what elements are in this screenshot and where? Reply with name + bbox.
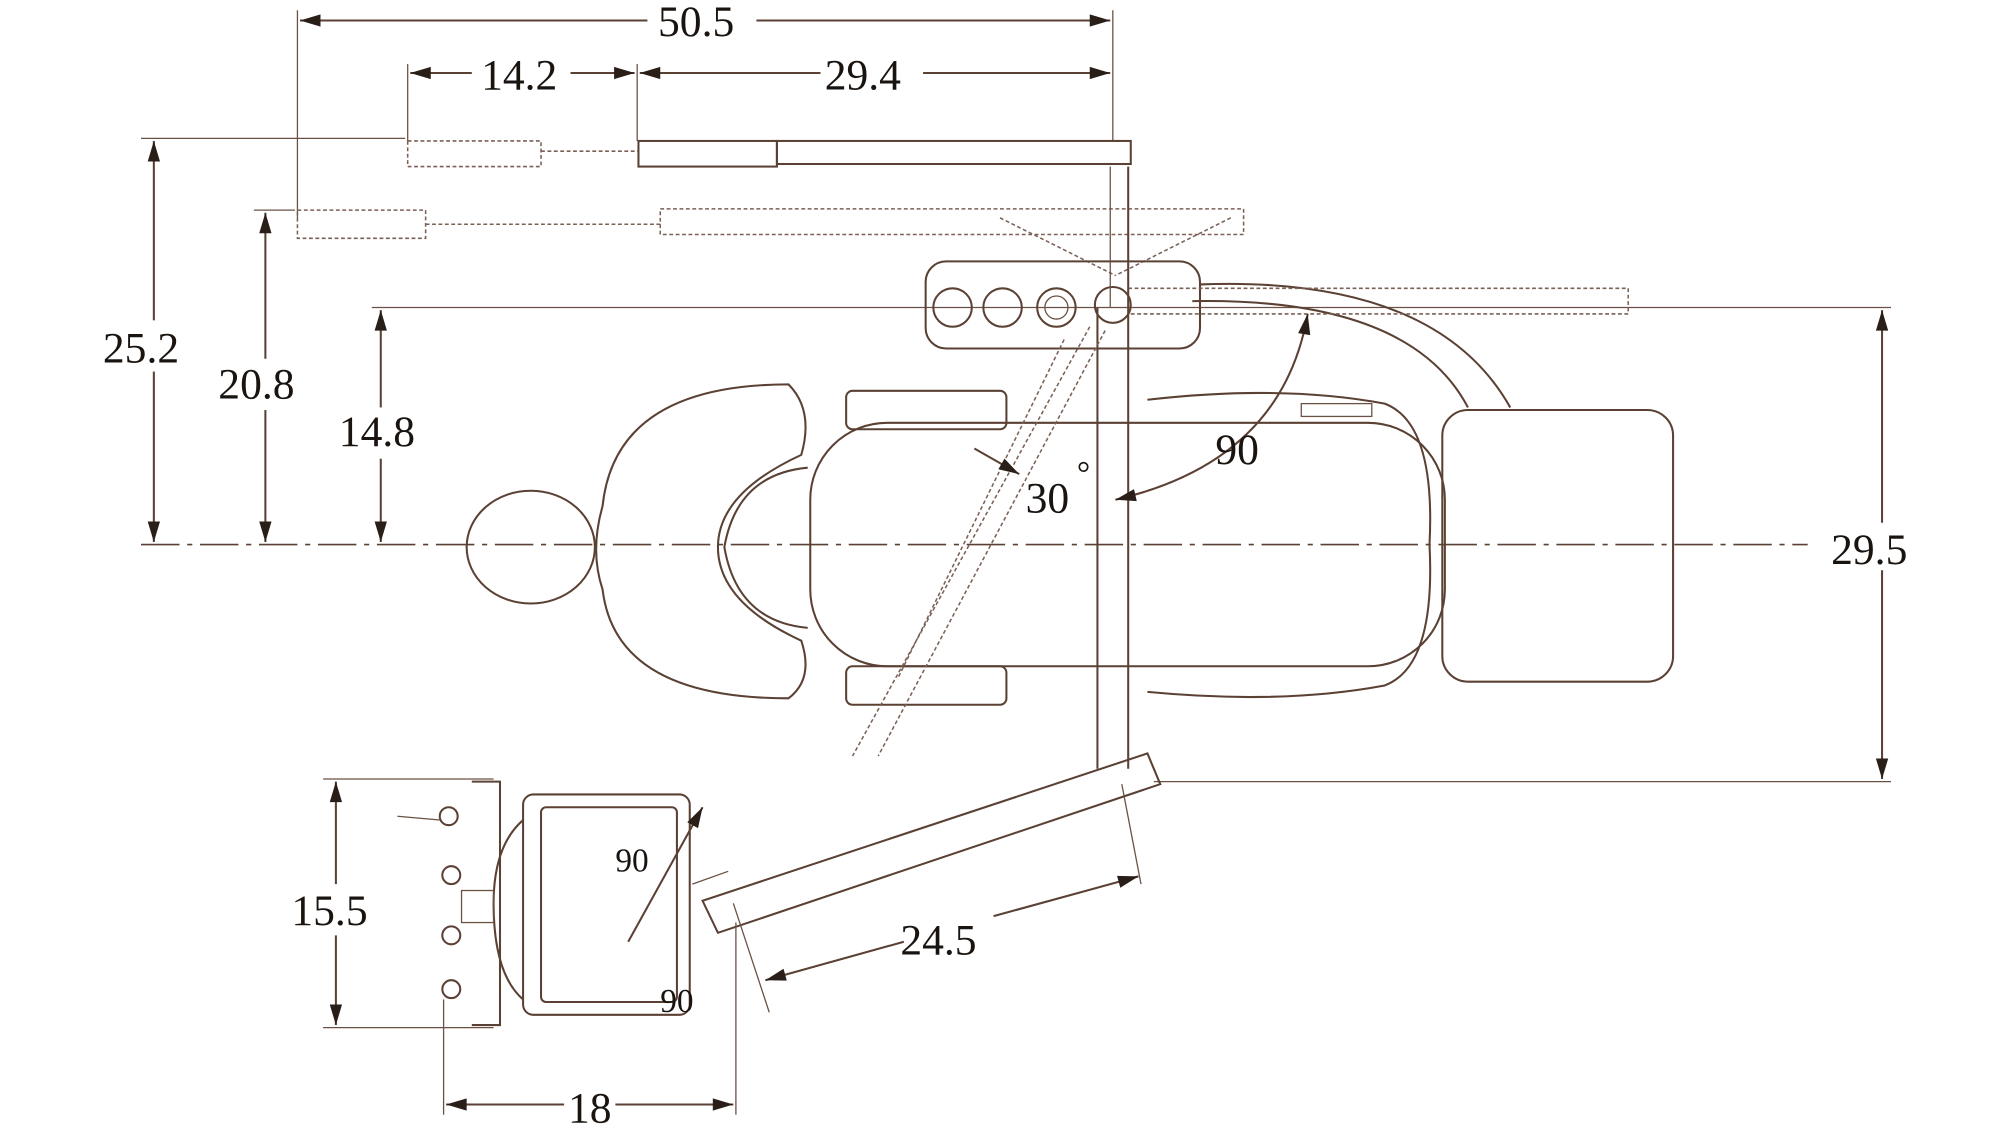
degree-mark: ° — [1077, 455, 1090, 492]
dim-label-24-5: 24.5 — [900, 917, 976, 965]
dim-label-25-2: 25.2 — [103, 325, 179, 373]
lamp-swing-dashed: 30 ° — [851, 326, 1106, 757]
dimension-29-4: 29.4 — [639, 52, 1111, 100]
dimension-20-8: 20.8 — [215, 212, 298, 542]
spittoon-unit — [924, 260, 1629, 408]
dim-label-20-8: 20.8 — [218, 361, 294, 409]
dimension-18: 18 — [442, 922, 737, 1125]
angle-label-tray-lower: 90 — [660, 983, 693, 1020]
angle-label-tray-upper: 90 — [615, 842, 648, 879]
angle-label-90: 90 — [1215, 426, 1259, 474]
dim-label-29-5: 29.5 — [1831, 526, 1907, 574]
dim-label-14-8: 14.8 — [339, 408, 415, 456]
angle-label-30: 30 — [1026, 475, 1070, 523]
angle-90-right: 90 — [1115, 313, 1311, 502]
dim-label-14-2: 14.2 — [481, 52, 557, 100]
dimension-15-5: 15.5 — [288, 778, 494, 1029]
dim-label-15-5: 15.5 — [291, 887, 367, 935]
tray-arm — [692, 752, 1162, 935]
upper-arm — [141, 137, 1132, 168]
dimension-14-2: 14.2 — [407, 52, 638, 141]
dimension-50-5: 50.5 — [296, 0, 1114, 218]
dim-label-50-5: 50.5 — [658, 0, 734, 46]
vertical-post — [1096, 166, 1130, 769]
dim-label-18: 18 — [568, 1084, 612, 1125]
lower-arm-dashed — [253, 208, 1245, 277]
dim-label-29-4: 29.4 — [825, 52, 901, 100]
dimension-25-2: 25.2 — [102, 140, 180, 542]
dimension-29-5: 29.5 — [1153, 310, 1907, 783]
instrument-tray: 90 90 — [397, 780, 704, 1027]
dimension-24-5: 24.5 — [732, 784, 1142, 1013]
dimension-14-8: 14.8 — [335, 306, 1892, 542]
